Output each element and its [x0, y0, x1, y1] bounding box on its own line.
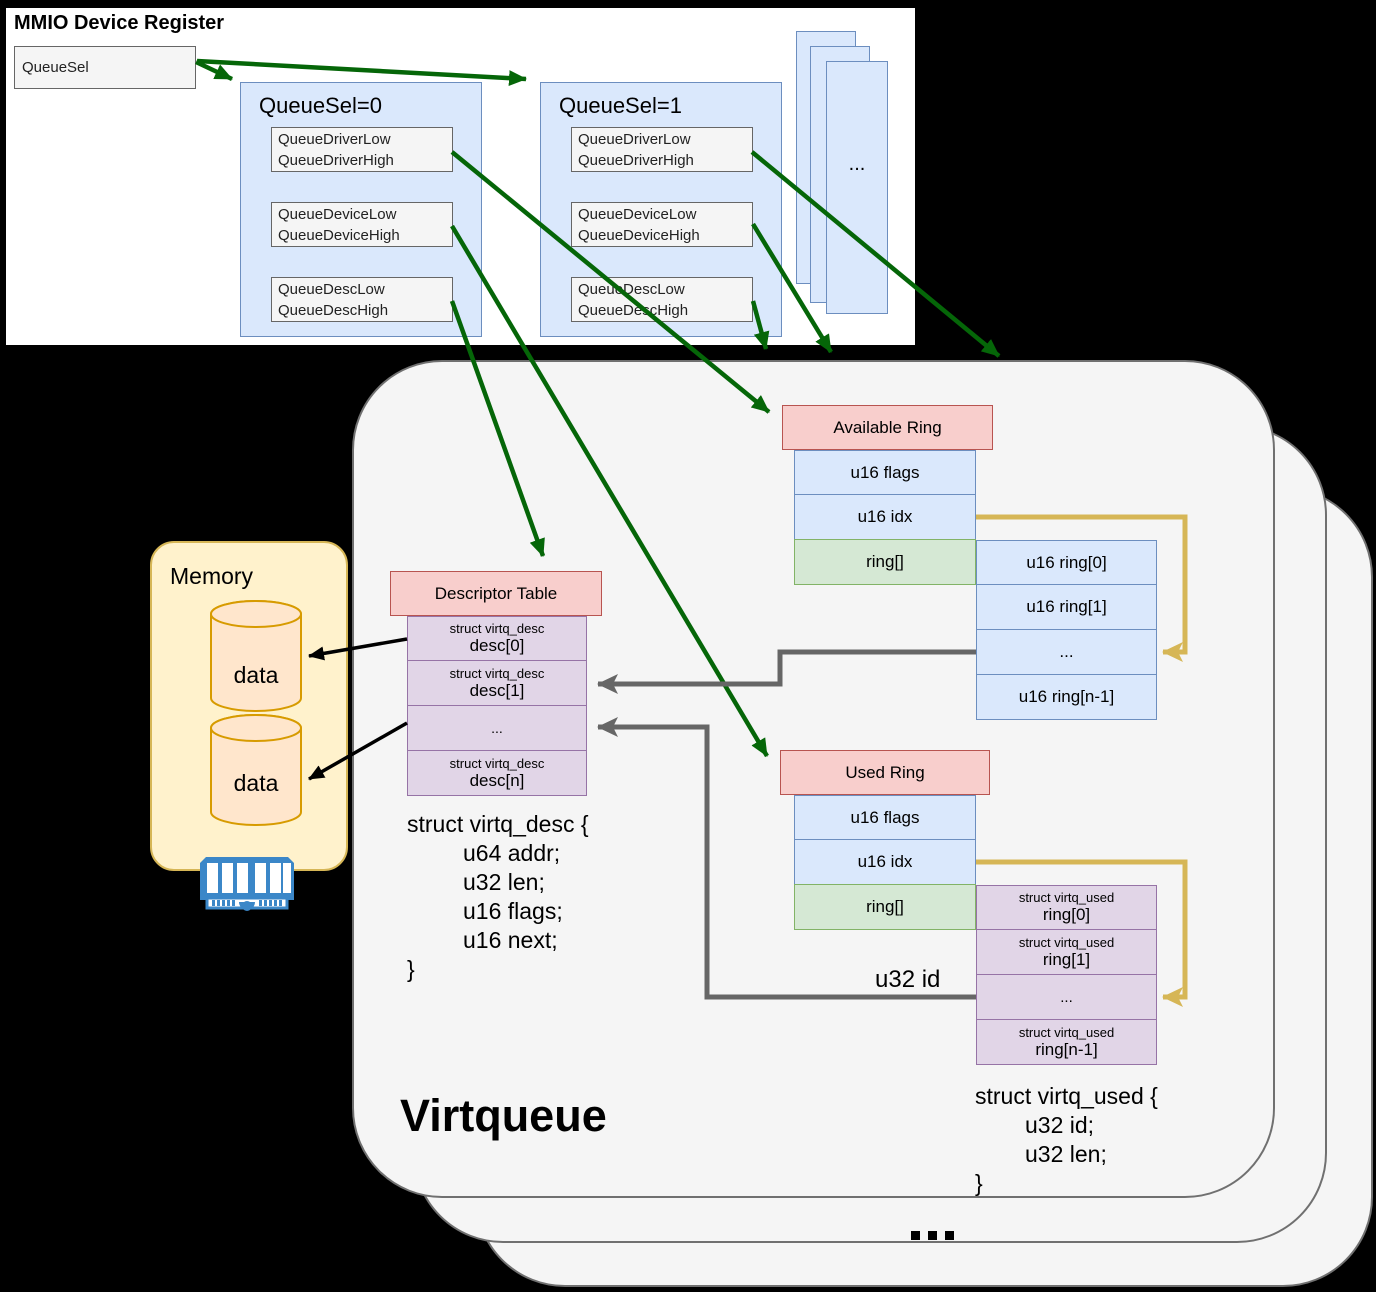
- used-entry-name: ...: [1060, 988, 1073, 1006]
- dot: [945, 1231, 954, 1240]
- register-line: QueueDriverHigh: [578, 152, 694, 169]
- desc-cell-1: struct virtq_desc desc[1]: [407, 660, 587, 706]
- used-entry-name: ring[1]: [1042, 949, 1091, 969]
- register-line: QueueDescLow: [278, 281, 385, 298]
- register-line: QueueDeviceHigh: [278, 227, 400, 244]
- desc-cell-type: struct virtq_desc: [449, 755, 545, 771]
- desc-cell-type: struct virtq_desc: [449, 621, 545, 636]
- used-entry-name: ring[n-1]: [1035, 1039, 1098, 1059]
- desc-cell-name: desc[0]: [469, 636, 525, 655]
- used-ring-entry-0: struct virtq_used ring[0]: [976, 885, 1157, 930]
- queuesel1-title: QueueSel=1: [559, 93, 682, 118]
- more-virtqueues-ellipsis: [911, 1227, 962, 1245]
- dot: [928, 1231, 937, 1240]
- desc-cell-0: struct virtq_desc desc[0]: [407, 616, 587, 661]
- used-code-line: struct virtq_used {: [975, 1083, 1158, 1109]
- desc-cell-ellipsis: ...: [407, 705, 587, 751]
- register-line: QueueDescLow: [578, 281, 685, 298]
- desc-code-line: u16 flags;: [463, 898, 563, 924]
- queuesel-register: QueueSel: [14, 46, 196, 89]
- available-ring-entry-n: u16 ring[n-1]: [976, 674, 1157, 720]
- u32-id-label: u32 id: [875, 966, 941, 993]
- used-code-line: u32 id;: [1025, 1112, 1095, 1138]
- register-line: QueueDeviceLow: [278, 206, 397, 223]
- used-ring-entry-1: struct virtq_used ring[1]: [976, 929, 1157, 975]
- used-idx-cell: u16 idx: [794, 839, 976, 885]
- desc-code-line: struct virtq_desc {: [407, 811, 589, 837]
- mmio-title: MMIO Device Register: [14, 12, 225, 34]
- register-line: QueueDriverHigh: [278, 152, 394, 169]
- memory-box: Memory: [150, 541, 348, 871]
- used-code-line: }: [975, 1170, 983, 1196]
- available-ring-entry-0: u16 ring[0]: [976, 540, 1157, 585]
- used-entry-type: struct virtq_used: [1018, 1024, 1115, 1040]
- queuesel0-box: QueueSel=0 QueueDriverLow QueueDriverHig…: [240, 82, 482, 337]
- available-ring-header: Available Ring: [782, 405, 993, 450]
- used-code-line: u32 len;: [1025, 1141, 1107, 1167]
- descriptor-table-header: Descriptor Table: [390, 571, 602, 616]
- register-line: QueueDeviceLow: [578, 206, 697, 223]
- data-label-2: data: [233, 770, 279, 796]
- used-entry-type: struct virtq_used: [1018, 934, 1115, 950]
- register-line: QueueDriverLow: [578, 131, 691, 148]
- queuesel0-title: QueueSel=0: [259, 93, 382, 118]
- available-flags-cell: u16 flags: [794, 450, 976, 495]
- more-queues-ellipsis: ...: [848, 153, 866, 175]
- desc-cell-name: desc[1]: [469, 680, 525, 700]
- dot: [911, 1231, 920, 1240]
- used-ring-header: Used Ring: [780, 750, 990, 795]
- register-line: QueueDriverLow: [278, 131, 391, 148]
- used-ring-entry-ellipsis: ...: [976, 974, 1157, 1020]
- used-ring-cell: ring[]: [794, 884, 976, 930]
- data-label-1: data: [233, 662, 279, 688]
- available-ring-entry-ellipsis: ...: [976, 629, 1157, 675]
- desc-cell-n: struct virtq_desc desc[n]: [407, 750, 587, 796]
- memory-title: Memory: [170, 563, 254, 589]
- queuesel1-box: QueueSel=1 QueueDriverLow QueueDriverHig…: [540, 82, 782, 337]
- register-line: QueueDescHigh: [578, 302, 689, 319]
- queue0-desc-register: QueueDescLow QueueDescHigh: [271, 277, 453, 322]
- queue0-device-register: QueueDeviceLow QueueDeviceHigh: [271, 202, 453, 247]
- more-queues-rect-3: ...: [826, 61, 888, 314]
- queue1-device-register: QueueDeviceLow QueueDeviceHigh: [571, 202, 753, 247]
- virtqueue-title: Virtqueue: [400, 1090, 607, 1141]
- desc-code-line: u32 len;: [463, 869, 545, 895]
- desc-cell-type: struct virtq_desc: [449, 665, 545, 681]
- available-ring-entry-1: u16 ring[1]: [976, 584, 1157, 630]
- queue1-driver-register: QueueDriverLow QueueDriverHigh: [571, 127, 753, 172]
- used-ring-entry-n: struct virtq_used ring[n-1]: [976, 1019, 1157, 1065]
- used-entry-type: struct virtq_used: [1018, 890, 1115, 905]
- desc-code-line: u64 addr;: [463, 840, 561, 866]
- desc-cell-name: desc[n]: [469, 770, 525, 790]
- desc-code-line: }: [407, 956, 415, 982]
- available-idx-cell: u16 idx: [794, 494, 976, 540]
- used-entry-name: ring[0]: [1042, 905, 1091, 924]
- available-ring-cell: ring[]: [794, 539, 976, 585]
- used-flags-cell: u16 flags: [794, 795, 976, 840]
- desc-cell-name: ...: [491, 719, 503, 736]
- register-line: QueueDeviceHigh: [578, 227, 700, 244]
- desc-code-line: u16 next;: [463, 927, 558, 953]
- queue1-desc-register: QueueDescLow QueueDescHigh: [571, 277, 753, 322]
- queue0-driver-register: QueueDriverLow QueueDriverHigh: [271, 127, 453, 172]
- register-line: QueueDescHigh: [278, 302, 389, 319]
